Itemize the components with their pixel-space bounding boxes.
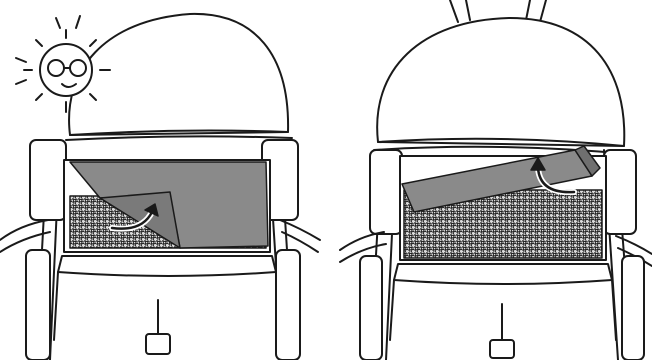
panel-left-flap-down bbox=[0, 14, 320, 360]
wheel-left bbox=[26, 250, 50, 360]
seat-cushion bbox=[394, 264, 612, 284]
wheel-left bbox=[360, 256, 382, 360]
panel-right-flap-up bbox=[340, 0, 652, 360]
harness-buckle bbox=[146, 334, 170, 354]
frame-joint-left bbox=[30, 140, 66, 220]
frame-joint-right bbox=[604, 150, 636, 234]
wheel-right bbox=[622, 256, 644, 360]
frame-joint-left bbox=[370, 150, 402, 234]
handle-bar-left bbox=[450, 0, 470, 22]
canopy-hood bbox=[377, 18, 624, 146]
seat-cushion bbox=[58, 256, 276, 276]
canopy-rim-lower bbox=[66, 136, 292, 140]
wheel-right bbox=[276, 250, 300, 360]
seat-front bbox=[54, 272, 280, 340]
harness-buckle bbox=[490, 340, 514, 358]
canopy-hood bbox=[69, 14, 288, 135]
